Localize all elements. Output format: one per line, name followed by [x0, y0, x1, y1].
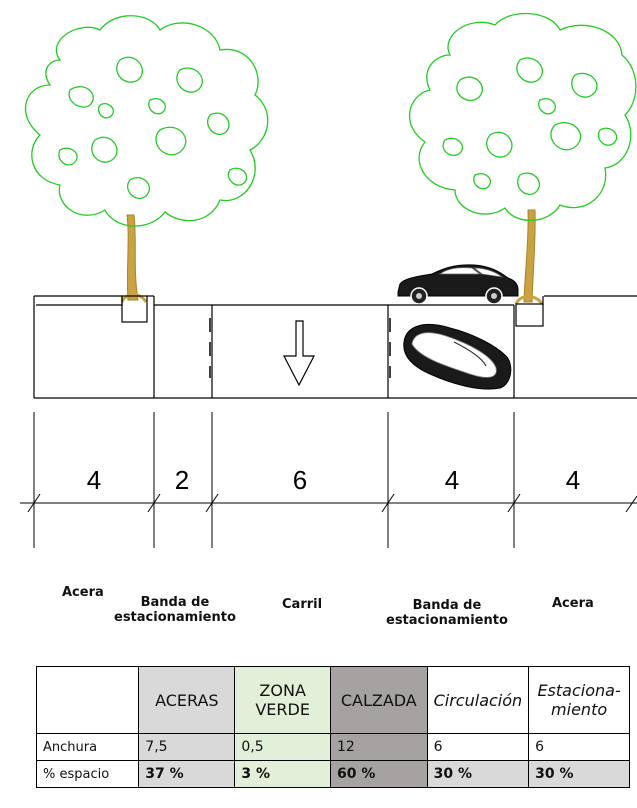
dimension-lines — [20, 412, 637, 548]
street-cross-section-diagram: 4 2 6 4 4 — [20, 12, 637, 548]
band-label-banda-right: Banda de estacionamiento — [386, 598, 508, 628]
curb-marks — [209, 318, 391, 378]
table-row-label: % espacio — [35, 760, 140, 788]
table-cell: 6 — [528, 733, 630, 761]
band-label-acera-right: Acera — [552, 596, 594, 611]
space-distribution-table: ACERAS ZONA VERDE CALZADA Circulación Es… — [35, 666, 630, 788]
band-label-carril: Carril — [282, 597, 323, 612]
dimension-label: 2 — [175, 465, 189, 495]
table-cell: 60 % — [329, 760, 428, 788]
table-cell: 37 % — [138, 760, 236, 788]
dimension-label: 4 — [566, 465, 580, 495]
band-label-acera-left: Acera — [62, 585, 104, 600]
road-section-outline — [33, 295, 637, 399]
table-header-cell: CALZADA — [329, 666, 428, 734]
dimension-label: 4 — [445, 465, 459, 495]
tree-icon — [24, 15, 269, 303]
car-top-icon — [403, 324, 512, 390]
dimension-label: 4 — [87, 465, 101, 495]
table-row-label: Anchura — [35, 733, 140, 761]
table-header-cell — [35, 666, 140, 734]
table-row: Anchura 7,5 0,5 12 6 6 — [35, 733, 630, 761]
car-side-icon — [397, 264, 519, 305]
table-row: % espacio 37 % 3 % 60 % 30 % 30 % — [35, 760, 630, 788]
table-cell: 30 % — [426, 760, 530, 788]
down-arrow-icon — [283, 320, 315, 387]
table-header-cell: Circulación — [426, 666, 530, 734]
band-label-banda-left: Banda de estacionamiento — [114, 595, 236, 625]
table-header-cell: Estaciona- miento — [528, 666, 630, 734]
table-cell: 3 % — [234, 760, 331, 788]
table-cell: 30 % — [528, 760, 630, 788]
table-header-cell: ZONA VERDE — [234, 666, 331, 734]
table-header-row: ACERAS ZONA VERDE CALZADA Circulación Es… — [35, 666, 630, 734]
table-header-cell: ACERAS — [138, 666, 236, 734]
table-cell: 7,5 — [138, 733, 236, 761]
tree-icon — [408, 12, 637, 305]
dimension-label: 6 — [293, 465, 307, 495]
table-cell: 6 — [426, 733, 530, 761]
table-cell: 0,5 — [234, 733, 331, 761]
table-cell: 12 — [329, 733, 428, 761]
